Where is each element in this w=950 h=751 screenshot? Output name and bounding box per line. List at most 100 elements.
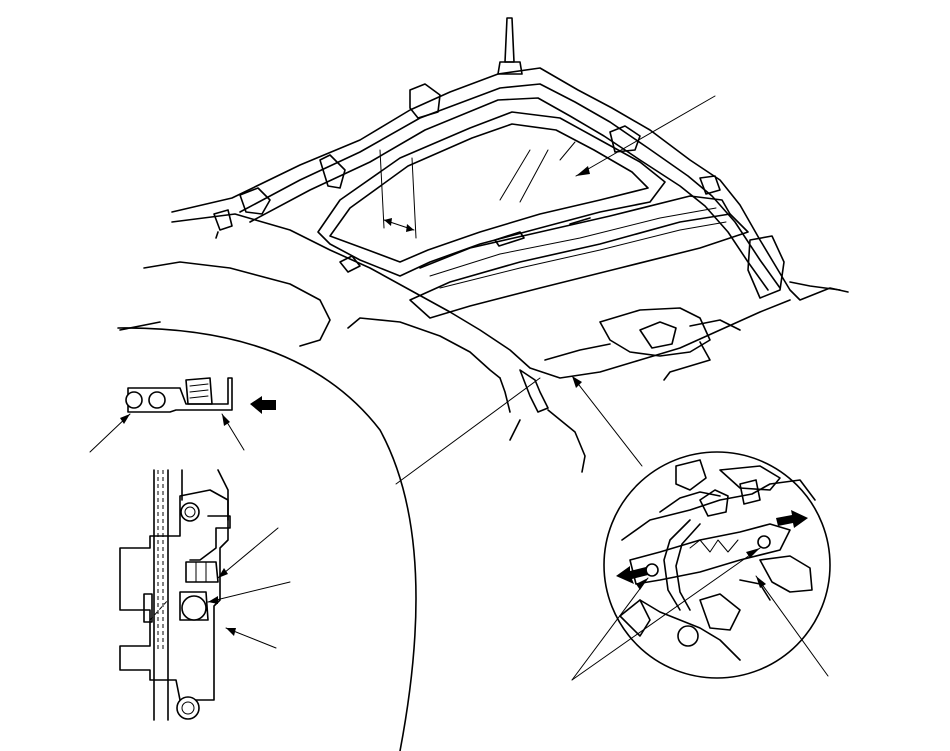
- left-connector: [213, 209, 233, 231]
- mount-bolt-bottom: [176, 696, 200, 720]
- body-rear-arch: [143, 261, 331, 347]
- glass-opening: [317, 111, 666, 277]
- detail-leader: [571, 375, 643, 467]
- bolt-hole: [125, 391, 143, 409]
- lower-bracket: [519, 369, 549, 413]
- bracket-top: [659, 491, 721, 513]
- leader-arrowhead: [756, 576, 766, 588]
- dimension-marks: [379, 149, 417, 239]
- bolt-hole: [148, 391, 166, 409]
- rail-upper-inner: [249, 97, 769, 291]
- leader-arrowhead: [746, 548, 760, 558]
- clip-rear-right: [609, 125, 641, 153]
- leader-arrowhead: [222, 414, 230, 426]
- leader-arrowhead: [572, 376, 582, 388]
- frame-outer-top: [171, 67, 849, 301]
- leader-arrowhead: [226, 628, 236, 636]
- plate-slot: [143, 593, 153, 623]
- glass-glare: [499, 149, 531, 201]
- hidden-link: [149, 599, 169, 621]
- detail-circle: [603, 451, 831, 679]
- leader-arrowhead: [636, 578, 648, 590]
- body-window-edge: [347, 317, 501, 379]
- dim-line: [379, 149, 385, 229]
- link-ribs: [195, 561, 207, 583]
- mount-bolt-top: [180, 502, 200, 522]
- leader-screw-left: [571, 577, 649, 681]
- mount-bolt-bottom-inner: [181, 701, 195, 715]
- leader-clamp: [755, 575, 829, 677]
- glass-panel: [329, 123, 649, 263]
- drain-fitting: [319, 154, 346, 189]
- left-arrow-icon: [250, 396, 276, 414]
- hinge-block: [185, 377, 213, 405]
- leader-link: [217, 527, 279, 579]
- detail-circle-right: [571, 375, 831, 681]
- lower-bolt: [677, 625, 699, 647]
- lower-left-tab: [619, 599, 651, 637]
- cable-bundle: [675, 523, 701, 611]
- clip-rear-left: [409, 83, 441, 119]
- mechanism-rail: [629, 523, 791, 585]
- rail-slot: [494, 231, 525, 247]
- left-arrow-icon: [616, 566, 648, 584]
- dim-arrowhead: [406, 224, 414, 232]
- pivot-housing: [179, 591, 209, 621]
- clip-right: [699, 175, 721, 195]
- upper-channel: [719, 465, 781, 491]
- left-pin: [215, 231, 219, 239]
- motor-wire: [663, 341, 711, 381]
- harness-clamp: [739, 479, 761, 505]
- vehicle-body: [119, 261, 586, 473]
- glass-glare: [519, 149, 549, 203]
- pillar-curve: [509, 419, 521, 441]
- pillar-line: [499, 377, 511, 413]
- right-arrow-icon: [776, 510, 808, 528]
- detail-leader: [395, 377, 541, 485]
- glass-glare: [559, 141, 576, 161]
- pivot-ball: [181, 595, 207, 621]
- leader-glass: [575, 95, 716, 177]
- sunroof-frame: [171, 17, 849, 413]
- dim-arrowhead: [384, 218, 392, 226]
- mount-bolt-top-inner: [184, 506, 196, 518]
- support-rod: [504, 17, 515, 63]
- motor-wire: [689, 319, 741, 331]
- pillar-curve: [547, 409, 586, 473]
- front-clip: [339, 255, 361, 273]
- right-bracket: [747, 235, 785, 299]
- frame-outer-bottom: [171, 213, 791, 379]
- left-bracket: [239, 187, 271, 215]
- cross-rail-top: [419, 195, 731, 269]
- leader-arrowhead: [576, 166, 590, 176]
- hinge-bracket: [127, 377, 233, 413]
- lower-plate: [699, 593, 741, 631]
- cross-rail-line: [439, 221, 727, 289]
- link-arm: [189, 515, 231, 561]
- upper-clip: [675, 459, 707, 491]
- guide-plate: [119, 489, 229, 701]
- link-block: [185, 561, 219, 583]
- right-harness: [789, 281, 841, 291]
- detail-circle-left: [89, 327, 541, 751]
- rod-clip: [497, 61, 523, 75]
- cross-rail-line: [429, 207, 717, 277]
- clamp-body: [699, 489, 729, 517]
- rail-slot: [569, 217, 591, 225]
- cable-bundle: [663, 519, 691, 611]
- sunroof-motor: [599, 307, 711, 357]
- lower-frame: [639, 599, 741, 661]
- right-bracket-detail: [759, 555, 813, 593]
- front-cross-rail: [409, 213, 749, 319]
- detail-circle-arc: [117, 327, 417, 751]
- dim-line: [411, 157, 417, 239]
- front-harness: [544, 343, 611, 361]
- hinge-ribs: [189, 383, 209, 399]
- screw-right: [757, 535, 771, 549]
- spring-coil: [689, 539, 739, 553]
- motor-gear: [639, 321, 677, 349]
- rail-upper: [239, 83, 781, 289]
- leader-pivot: [207, 581, 291, 603]
